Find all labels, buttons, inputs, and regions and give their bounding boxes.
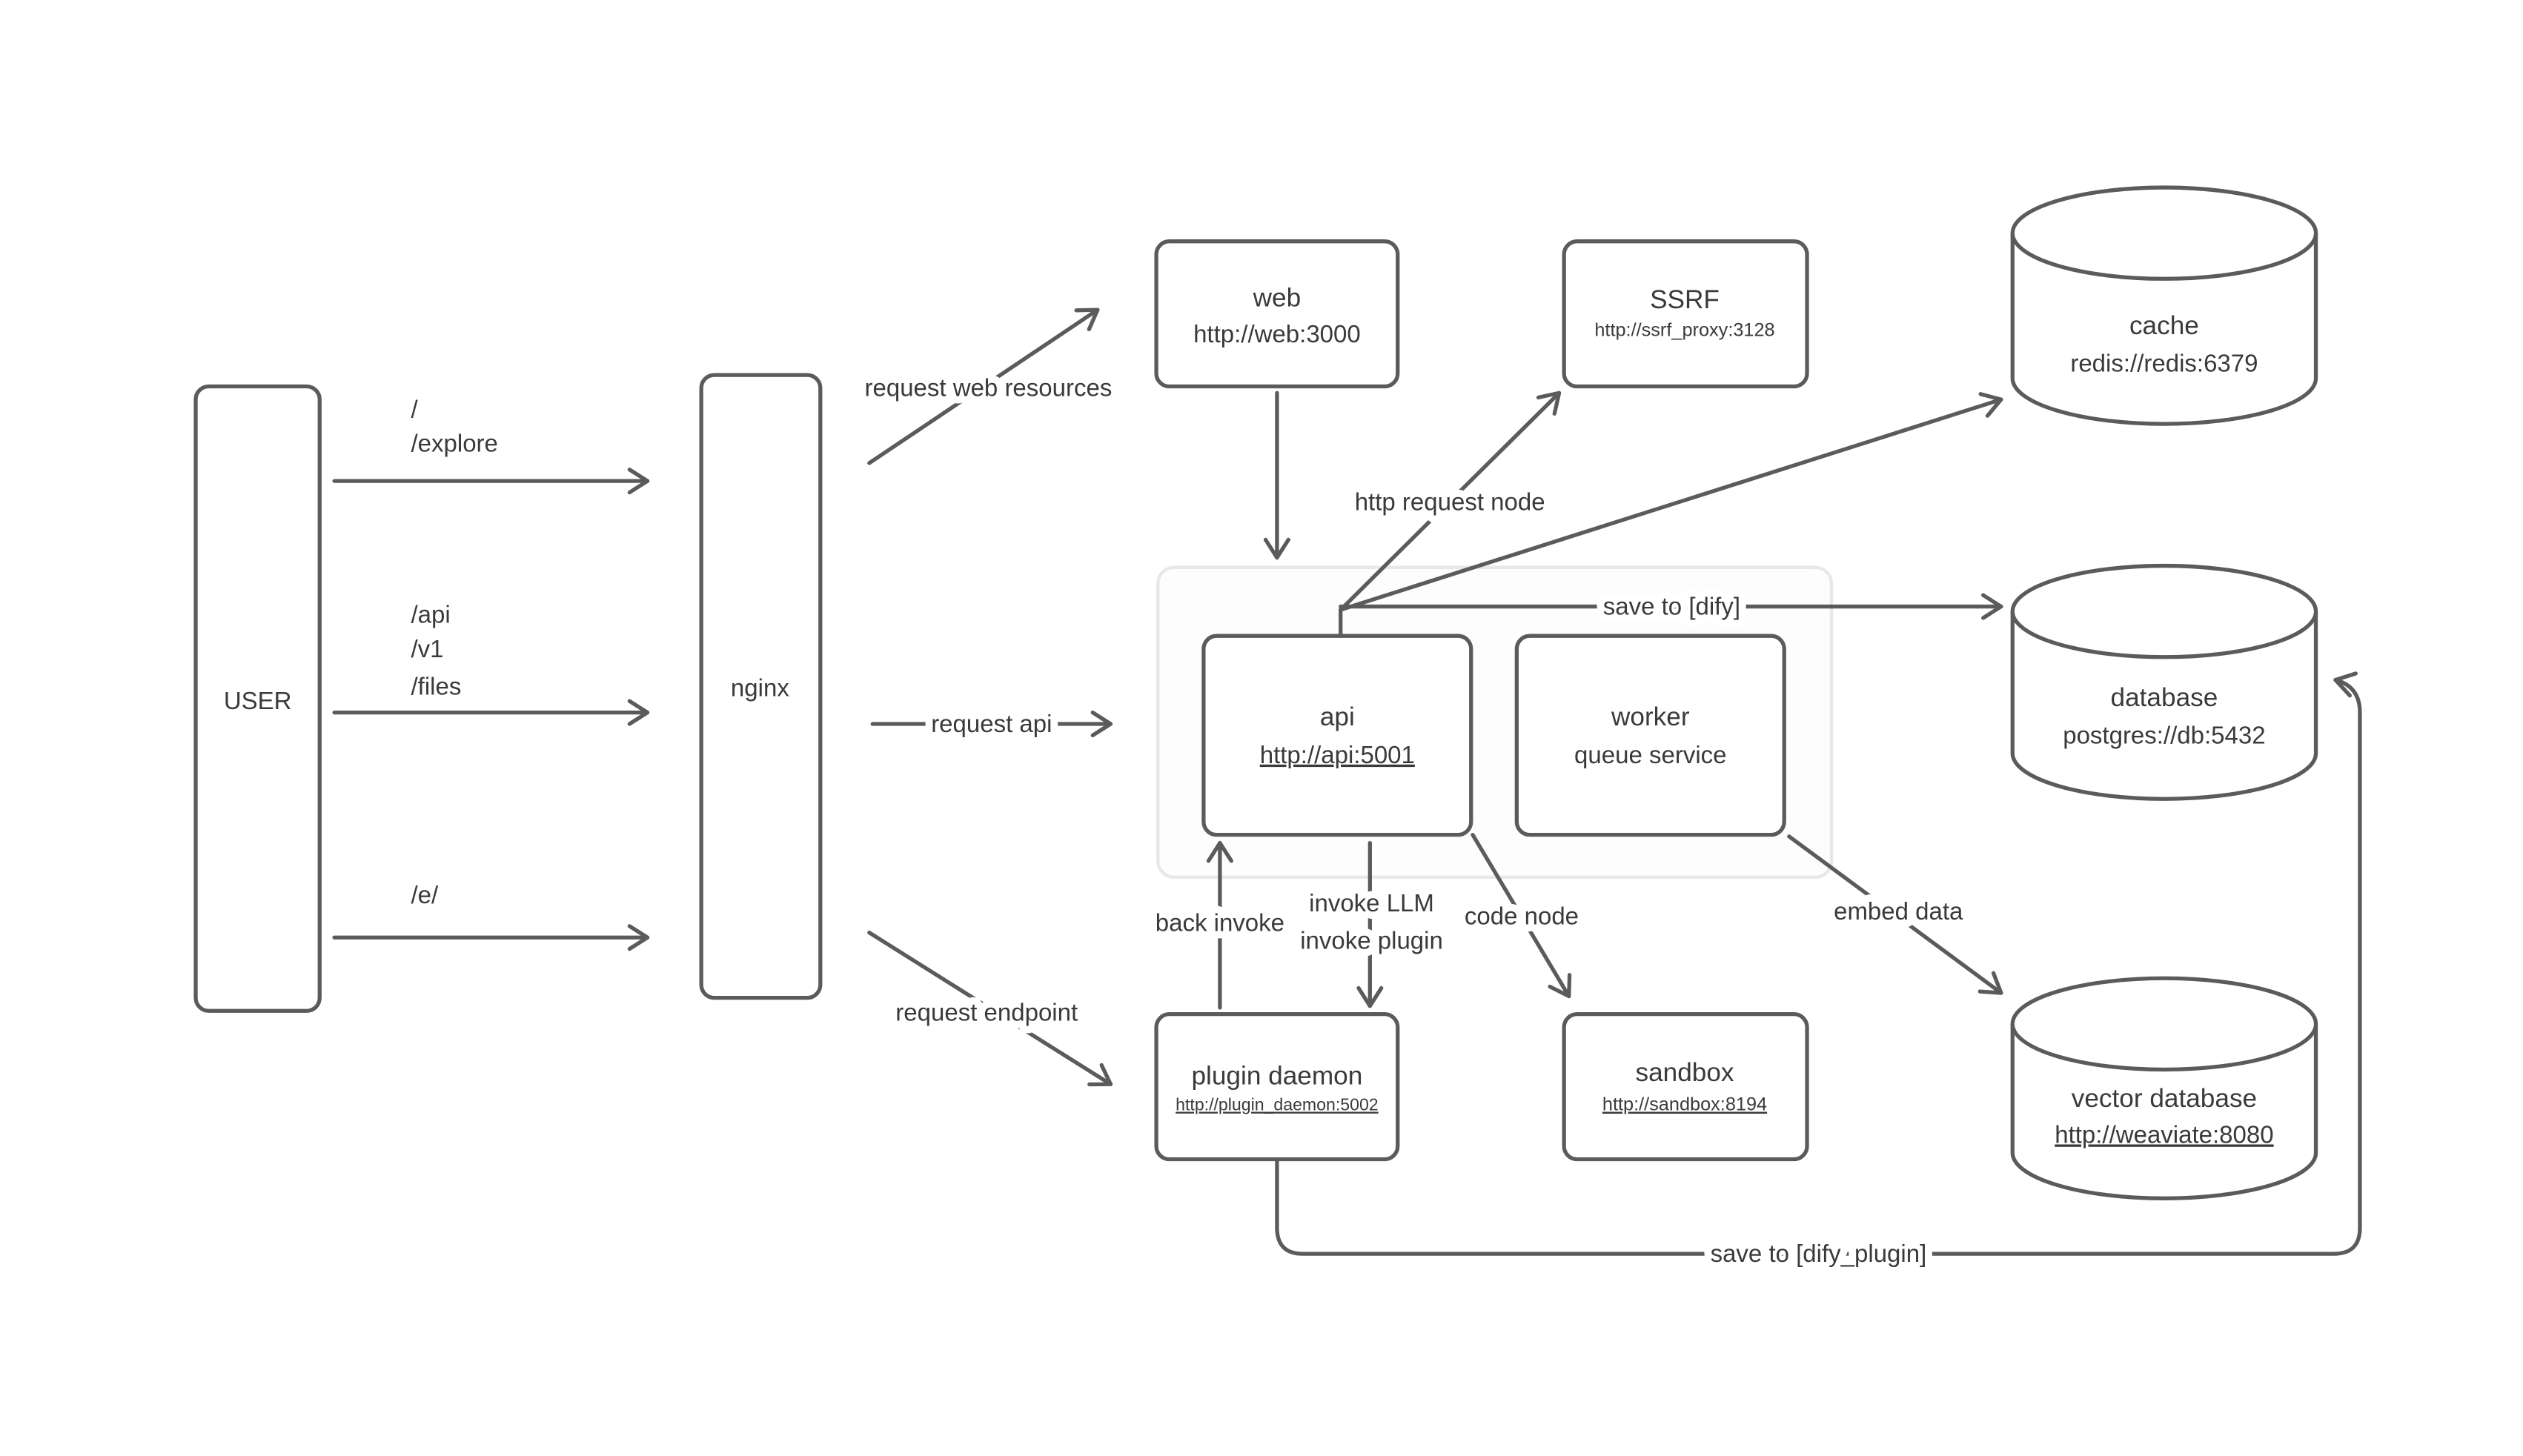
edge-api-sandbox <box>1471 832 1572 999</box>
sandbox-node <box>1562 1012 1809 1162</box>
edge-api-ssrf <box>1339 390 1562 612</box>
edge-label-save-dify-plugin: save to [dify_plugin] <box>1711 1240 1927 1267</box>
vector-database-cylinder-top <box>2010 976 2318 1072</box>
edge-label-embed-data: embed data <box>1834 897 1963 925</box>
database-cylinder-body <box>2010 611 2318 801</box>
ssrf-url: http://ssrf_proxy:3128 <box>1594 319 1774 340</box>
cache-url: redis://redis:6379 <box>2070 350 2258 377</box>
plugin-daemon-url-link[interactable]: http://plugin_daemon:5002 <box>1176 1094 1379 1114</box>
worker-node <box>1514 634 1786 837</box>
cache-title: cache <box>2129 311 2199 340</box>
web-url: http://web:3000 <box>1193 320 1361 348</box>
web-title: web <box>1253 284 1302 313</box>
sandbox-title: sandbox <box>1635 1058 1734 1087</box>
edge-api-cache <box>1339 392 2003 612</box>
worker-title: worker <box>1611 702 1690 731</box>
edge-label-back-invoke: back invoke <box>1156 908 1284 936</box>
edge-label-request-api: request api <box>931 710 1052 737</box>
edge-label-save-dify: save to [dify] <box>1603 593 1740 620</box>
edge-worker-vector-database <box>1787 834 2003 995</box>
edge-label-invoke-llm: invoke LLM <box>1309 889 1434 917</box>
edge-label-http-request-node: http request node <box>1355 488 1545 516</box>
plugin-daemon-title: plugin daemon <box>1191 1061 1362 1090</box>
edge-plugin-daemon-database <box>1275 671 2362 1256</box>
database-title: database <box>2111 683 2218 712</box>
api-title: api <box>1320 702 1355 731</box>
edge-label-code-node: code node <box>1465 902 1579 930</box>
nginx-node <box>699 373 823 1000</box>
database-node <box>2010 563 2318 801</box>
vector-database-cylinder-body <box>2010 1023 2318 1200</box>
nginx-label: nginx <box>731 674 789 702</box>
edge-label-route2-c: /files <box>411 672 461 699</box>
database-url: postgres://db:5432 <box>2063 721 2265 748</box>
web-node <box>1154 239 1400 389</box>
edge-label-route2-a: /api <box>411 601 450 628</box>
edge-label-route1-b: /explore <box>411 430 497 457</box>
vector-database-node <box>2010 976 2318 1200</box>
user-node <box>193 384 322 1013</box>
api-node <box>1201 634 1473 837</box>
database-cylinder-top <box>2010 563 2318 659</box>
vector-database-title: vector database <box>2072 1084 2257 1113</box>
vector-database-url-link[interactable]: http://weaviate:8080 <box>2055 1120 2273 1148</box>
user-label: USER <box>224 687 292 714</box>
edge-label-route2-b: /v1 <box>411 635 443 662</box>
edge-label-route1-a: / <box>411 395 418 422</box>
plugin-daemon-node <box>1154 1012 1400 1162</box>
edge-label-request-endpoint: request endpoint <box>895 998 1078 1025</box>
edge-label-route3: /e/ <box>411 881 439 908</box>
cache-cylinder-top <box>2010 185 2318 281</box>
cache-cylinder-body <box>2010 233 2318 426</box>
ssrf-title: SSRF <box>1650 285 1720 314</box>
worker-subtitle: queue service <box>1574 741 1726 768</box>
edge-nginx-plugin-daemon <box>867 931 1113 1087</box>
edge-nginx-web <box>867 308 1100 465</box>
edge-label-invoke-plugin: invoke plugin <box>1300 927 1443 954</box>
api-url-link[interactable]: http://api:5001 <box>1260 741 1415 768</box>
cache-node <box>2010 185 2318 426</box>
ssrf-node <box>1562 239 1809 389</box>
edge-label-request-web: request web resources <box>865 374 1113 402</box>
sandbox-url-link[interactable]: http://sandbox:8194 <box>1602 1094 1767 1114</box>
